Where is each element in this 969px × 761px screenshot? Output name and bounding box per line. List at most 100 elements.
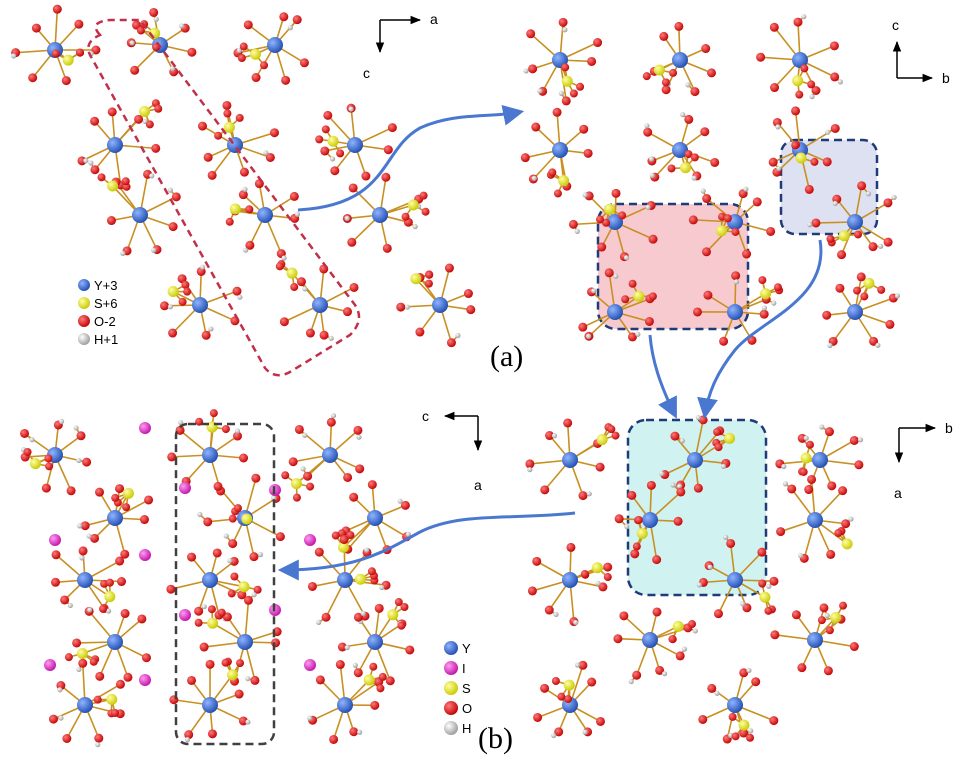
- hydrogen-atom: [680, 112, 686, 118]
- hydrogen-atom: [595, 580, 601, 586]
- hydrogen-atom: [153, 16, 159, 22]
- hydrogen-atom: [776, 165, 782, 172]
- oxygen-atom: [587, 677, 597, 687]
- oxygen-atom: [710, 157, 720, 167]
- arrow-b-right-to-left: [277, 511, 576, 581]
- hydrogen-atom: [848, 516, 854, 522]
- oxygen-atom: [303, 471, 313, 481]
- arrow-a-left-to-right: [297, 104, 525, 212]
- oxygen-atom: [684, 114, 694, 124]
- oxygen-atom: [655, 665, 665, 675]
- oxygen-atom: [74, 19, 84, 29]
- hydrogen-atom: [696, 582, 702, 588]
- oxygen-atom: [673, 516, 683, 526]
- legend-label: S: [462, 681, 471, 696]
- legend-swatch: [444, 701, 458, 715]
- oxygen-atom: [701, 44, 711, 54]
- oxygen-atom: [769, 22, 779, 32]
- oxygen-atom: [614, 514, 624, 524]
- hydrogen-atom: [878, 243, 884, 249]
- oxygen-atom: [466, 305, 476, 315]
- hydrogen-atom: [558, 90, 565, 96]
- yttrium-atom: [267, 37, 283, 53]
- oxygen-atom: [703, 290, 713, 300]
- oxygen-atom: [137, 614, 147, 624]
- hydrogen-atom: [837, 79, 843, 85]
- hydrogen-atom: [344, 215, 350, 221]
- hydrogen-atom: [740, 601, 746, 607]
- hydrogen-atom: [875, 342, 881, 348]
- yttrium-atom: [202, 572, 218, 588]
- yttrium-atom: [642, 512, 658, 528]
- hydrogen-atom: [692, 628, 698, 634]
- hydrogen-atom: [300, 466, 306, 472]
- oxygen-atom: [611, 431, 620, 440]
- oxygen-atom: [826, 234, 835, 243]
- oxygen-atom: [849, 435, 859, 445]
- oxygen-atom: [807, 80, 816, 89]
- oxygen-atom: [194, 606, 204, 616]
- oxygen-atom: [811, 218, 821, 228]
- oxygen-atom: [232, 286, 242, 296]
- hydrogen-atom: [201, 604, 207, 610]
- oxygen-atom: [171, 192, 181, 202]
- oxygen-atom: [769, 576, 779, 586]
- oxygen-atom: [299, 58, 309, 68]
- hydrogen-atom: [302, 432, 308, 438]
- oxygen-atom: [229, 556, 239, 566]
- hydrogen-atom: [58, 418, 65, 425]
- oxygen-atom: [770, 83, 780, 93]
- oxygen-atom: [702, 194, 712, 204]
- legend-label: Y+3: [94, 278, 118, 293]
- hydrogen-atom: [582, 192, 588, 198]
- hydrogen-atom: [798, 552, 804, 559]
- oxygen-atom: [296, 277, 306, 287]
- hydrogen-atom: [801, 14, 807, 20]
- oxygen-atom: [805, 440, 814, 449]
- oxygen-atom: [288, 457, 298, 467]
- legend-swatch: [78, 279, 90, 291]
- hydrogen-atom: [105, 608, 112, 614]
- oxygen-atom: [674, 21, 684, 31]
- arrow-lavender-to-cyan: [697, 239, 823, 420]
- axes-b-left: c a: [422, 408, 483, 493]
- oxygen-atom: [764, 606, 773, 615]
- hydrogen-atom: [635, 331, 641, 337]
- hydrogen-atom: [129, 40, 135, 46]
- oxygen-atom: [627, 490, 637, 500]
- sulfur-atom: [838, 230, 850, 242]
- hydrogen-atom: [628, 678, 634, 685]
- oxygen-atom: [854, 230, 863, 239]
- hydrogen-atom: [83, 158, 89, 164]
- oxygen-atom: [553, 189, 562, 198]
- sulfur-atom: [636, 528, 648, 540]
- yttrium-atom: [812, 452, 828, 468]
- hydrogen-atom: [537, 88, 543, 94]
- oxygen-atom: [415, 327, 425, 337]
- oxygen-atom: [856, 272, 866, 282]
- oxygen-atom: [64, 653, 73, 662]
- yttrium-atom: [202, 697, 218, 713]
- oxygen-atom: [80, 521, 90, 531]
- oxygen-atom: [250, 675, 260, 685]
- oxygen-atom: [634, 515, 643, 524]
- sulfur-atom: [563, 679, 575, 691]
- sulfur-atom: [407, 199, 419, 211]
- oxygen-atom: [580, 570, 589, 579]
- oxygen-atom: [545, 431, 555, 441]
- oxygen-atom: [381, 172, 391, 182]
- oxygen-atom: [323, 110, 333, 120]
- oxygen-atom: [544, 605, 554, 615]
- oxygen-atom: [532, 556, 542, 566]
- hydrogen-atom: [307, 715, 313, 721]
- hydrogen-atom: [894, 293, 901, 299]
- oxygen-atom: [213, 481, 223, 491]
- oxygen-atom: [123, 672, 133, 682]
- hydrogen-atom: [624, 523, 630, 530]
- oxygen-atom: [217, 608, 226, 617]
- oxygen-atom: [201, 330, 211, 340]
- oxygen-atom: [144, 495, 154, 505]
- red-dashed-chain-outline: [87, 18, 361, 377]
- oxygen-atom: [613, 634, 623, 644]
- yttrium-atom: [642, 632, 658, 648]
